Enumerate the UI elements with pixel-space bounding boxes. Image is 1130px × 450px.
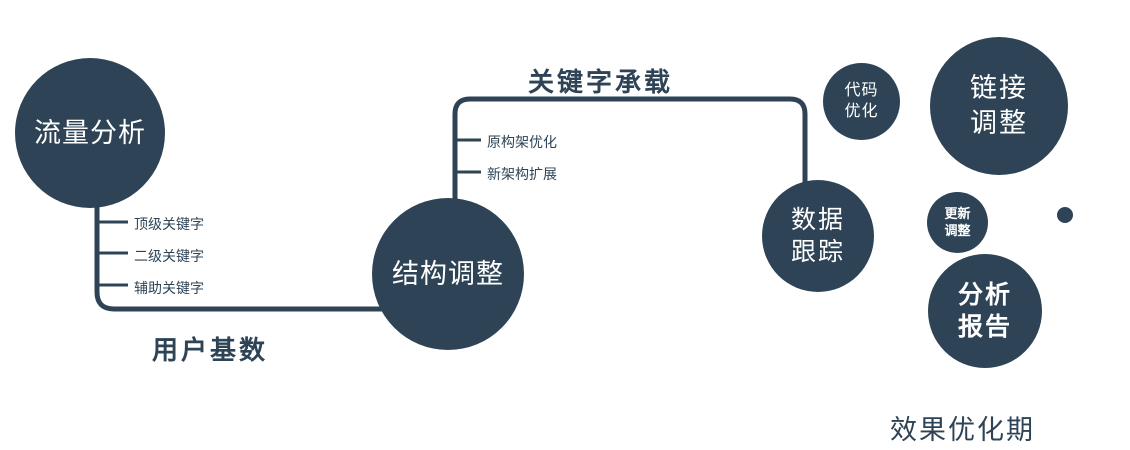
branch-label-arch-optimize: 原构架优化 bbox=[487, 134, 557, 150]
node-data-tracking-line1: 数据 bbox=[790, 206, 845, 234]
edge-label-user-base: 用户基数 bbox=[152, 335, 269, 365]
edge-label-keyword-carry: 关键字承载 bbox=[528, 67, 674, 97]
branch-label-second-keyword: 二级关键字 bbox=[134, 248, 204, 264]
node-code-optimize-line2: 优化 bbox=[844, 102, 879, 120]
edge-keyword-carry bbox=[452, 96, 808, 202]
node-code-optimize: 代码 优化 bbox=[823, 63, 900, 140]
node-traffic-analysis-label: 流量分析 bbox=[34, 117, 146, 148]
branch-ticks-left bbox=[97, 220, 128, 287]
edge-user-base bbox=[94, 195, 392, 312]
node-analysis-report-line2: 报告 bbox=[957, 313, 1012, 341]
node-traffic-analysis: 流量分析 bbox=[15, 58, 165, 208]
bullet-dot bbox=[1057, 207, 1073, 223]
node-analysis-report-line1: 分析 bbox=[957, 281, 1012, 309]
node-structure-adjust-label: 结构调整 bbox=[392, 258, 504, 289]
branch-label-top-keyword: 顶级关键字 bbox=[134, 216, 204, 232]
branch-ticks-mid bbox=[455, 138, 481, 174]
node-structure-adjust: 结构调整 bbox=[372, 198, 524, 350]
node-update-adjust-line2: 调整 bbox=[944, 222, 971, 238]
node-update-adjust-line1: 更新 bbox=[944, 205, 971, 221]
branch-label-aux-keyword: 辅助关键字 bbox=[134, 280, 204, 296]
node-analysis-report: 分析 报告 bbox=[928, 254, 1042, 368]
caption-effect-period: 效果优化期 bbox=[890, 415, 1035, 445]
node-data-tracking: 数据 跟踪 bbox=[762, 180, 874, 292]
node-link-adjust: 链接 调整 bbox=[930, 37, 1068, 175]
node-link-adjust-line1: 链接 bbox=[970, 73, 1028, 104]
node-code-optimize-line1: 代码 bbox=[844, 82, 879, 100]
node-link-adjust-line2: 调整 bbox=[970, 108, 1028, 138]
node-data-tracking-line2: 跟踪 bbox=[790, 238, 845, 266]
branch-label-arch-expand: 新架构扩展 bbox=[487, 166, 557, 182]
node-update-adjust: 更新 调整 bbox=[927, 192, 988, 253]
